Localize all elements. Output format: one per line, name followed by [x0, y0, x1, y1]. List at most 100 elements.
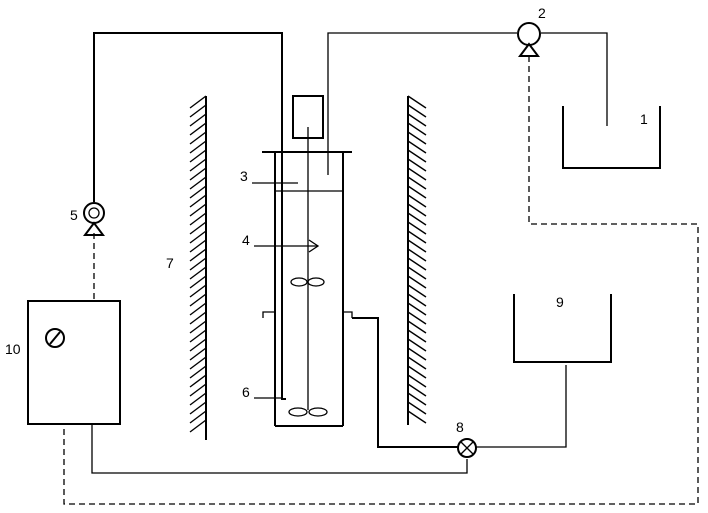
left-nozzle [262, 311, 275, 318]
hatch-mark [407, 176, 427, 190]
right-nozzle [343, 311, 353, 318]
hatch-mark [189, 419, 207, 433]
hatch-mark [407, 266, 427, 280]
hatch-mark [407, 131, 427, 145]
feed-line-right [327, 32, 608, 175]
hatch-mark [407, 104, 427, 118]
hatch-mark [189, 176, 207, 190]
hatch-mark [189, 365, 207, 379]
right-wall [407, 95, 427, 425]
hatch-mark [189, 185, 207, 199]
label-5: 5 [70, 207, 78, 223]
hatch-mark [189, 383, 207, 397]
hatch-mark [189, 374, 207, 388]
hatch-mark [189, 266, 207, 280]
hatch-mark [407, 221, 427, 235]
label-6: 6 [242, 384, 250, 400]
hatch-mark [407, 356, 427, 370]
hatch-mark [407, 284, 427, 298]
impeller-blade [290, 277, 308, 287]
hatch-mark [407, 158, 427, 172]
hatch-mark [407, 320, 427, 334]
left-wall [189, 95, 207, 440]
valve-8 [457, 438, 477, 458]
hatch-mark [189, 356, 207, 370]
control-signal-line [63, 56, 699, 505]
hatch-mark [189, 131, 207, 145]
hatch-mark [407, 185, 427, 199]
hatch-mark [189, 338, 207, 352]
hatch-mark [189, 311, 207, 325]
hatch-mark [407, 392, 427, 406]
hatch-mark [407, 122, 427, 136]
hatch-mark [189, 113, 207, 127]
hatch-mark [407, 149, 427, 163]
hatch-mark [189, 149, 207, 163]
hatch-mark [189, 104, 207, 118]
label-7: 7 [166, 255, 174, 271]
hatch-mark [189, 401, 207, 415]
dial-icon [45, 328, 65, 348]
hatch-mark [407, 167, 427, 181]
hatch-mark [407, 311, 427, 325]
hatch-mark [189, 239, 207, 253]
label-10: 10 [5, 341, 21, 357]
outlet-line [91, 317, 567, 474]
hatch-mark [189, 329, 207, 343]
impeller-blade [308, 407, 328, 417]
label-9: 9 [556, 294, 564, 310]
hatch-mark [407, 410, 427, 424]
hatch-mark [189, 212, 207, 226]
hatch-mark [189, 221, 207, 235]
hatch-mark [407, 239, 427, 253]
hatch-mark [189, 257, 207, 271]
hatch-mark [189, 95, 207, 109]
hatch-mark [189, 302, 207, 316]
hatch-mark [407, 203, 427, 217]
hatch-mark [407, 212, 427, 226]
hatch-mark [407, 365, 427, 379]
hatch-mark [407, 374, 427, 388]
pump-5 [83, 202, 105, 236]
hatch-mark [407, 257, 427, 271]
impeller-blade [307, 277, 325, 287]
hatch-mark [407, 248, 427, 262]
hatch-mark [189, 275, 207, 289]
label-1: 1 [640, 111, 648, 127]
hatch-mark [407, 140, 427, 154]
reactor-vessel [262, 151, 353, 427]
hatch-mark [189, 167, 207, 181]
label-4: 4 [242, 232, 250, 248]
hatch-mark [189, 347, 207, 361]
hatch-mark [407, 293, 427, 307]
hatch-mark [189, 293, 207, 307]
hatch-mark [407, 347, 427, 361]
hatch-mark [407, 230, 427, 244]
hatch-mark [189, 284, 207, 298]
hatch-mark [189, 230, 207, 244]
hatch-mark [189, 392, 207, 406]
hatch-mark [189, 122, 207, 136]
leader-4 [254, 239, 320, 253]
hatch-mark [407, 194, 427, 208]
hatch-mark [407, 383, 427, 397]
tank-1 [562, 106, 661, 169]
impeller-blade [288, 407, 308, 417]
hatch-mark [189, 410, 207, 424]
hatch-mark [189, 194, 207, 208]
hatch-mark [189, 203, 207, 217]
label-2: 2 [538, 5, 546, 21]
hatch-mark [407, 338, 427, 352]
pump-2 [517, 22, 541, 57]
feed-line-left [93, 32, 286, 400]
stirrer [288, 95, 328, 417]
label-3: 3 [240, 168, 248, 184]
controller-10 [27, 300, 121, 425]
hatch-mark [189, 248, 207, 262]
hatch-mark [407, 329, 427, 343]
tank-9 [513, 294, 612, 363]
hatch-mark [407, 302, 427, 316]
hatch-mark [189, 140, 207, 154]
